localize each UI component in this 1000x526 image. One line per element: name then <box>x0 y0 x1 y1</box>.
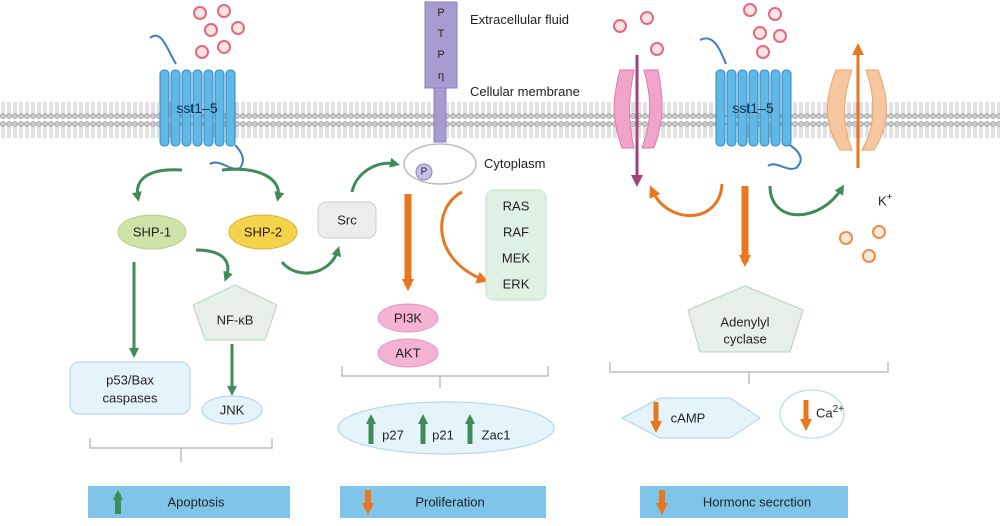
adenylyl-pentagon <box>687 285 804 353</box>
extracellular-label: Extracellular fluid <box>470 12 569 27</box>
nfkb-pentagon <box>192 284 278 341</box>
p27-label: p27 <box>382 427 404 443</box>
cyclase-label: cyclase <box>723 331 767 347</box>
src-label: Src <box>337 212 357 228</box>
mapk-mek-label: MEK <box>501 250 531 266</box>
proliferation-banner <box>340 486 546 518</box>
p53-box <box>69 361 191 415</box>
zac1-label: Zac1 <box>481 427 511 443</box>
shp1-ellipse <box>117 214 187 250</box>
ptp-letter-3: P <box>437 49 445 61</box>
nfkb-label: NF-κB <box>216 312 254 328</box>
receptor-left <box>149 34 244 170</box>
jnk-ellipse <box>201 395 263 425</box>
ptp-eta-receptor <box>424 1 458 143</box>
cytoplasm-label: Cytoplasm <box>484 156 546 171</box>
p53-label: p53/Bax <box>106 372 154 388</box>
arrow-p-ras <box>440 190 489 284</box>
cell-membrane <box>0 100 1000 140</box>
ligand-cluster-right <box>743 3 787 59</box>
arrow-receptor-channel <box>649 183 724 217</box>
mapk-ras-label: RAS <box>502 198 530 214</box>
hormone-banner <box>640 486 848 518</box>
akt-label: AKT <box>395 345 421 361</box>
caspases-label: caspases <box>102 390 158 406</box>
arrow-src-p <box>350 157 400 193</box>
ligand-cluster-channel <box>613 11 664 56</box>
ptp-letter-4: η <box>437 70 445 82</box>
potassium-ions <box>839 225 886 263</box>
cell-cycle-ellipse <box>337 401 555 455</box>
arrow-receptor-shp2 <box>221 167 285 202</box>
receptor-right-label: sst1–5 <box>732 100 774 116</box>
arrow-shp1-nfkb <box>195 248 233 282</box>
ca-label: Ca2+ <box>816 404 845 421</box>
apoptosis-label: Apoptosis <box>167 494 225 510</box>
pi3k-label: PI3K <box>393 310 423 326</box>
receptor-left-label: sst1–5 <box>176 100 218 116</box>
shp1-label: SHP-1 <box>132 224 172 240</box>
mapk-box <box>485 189 547 301</box>
jnk-label: JNK <box>219 402 245 418</box>
hormone-label: Hormonc secrction <box>702 494 812 510</box>
potassium-channel <box>827 43 887 168</box>
ca-ellipse <box>779 389 845 439</box>
src-box <box>317 201 377 239</box>
ligand-cluster-left <box>193 4 245 59</box>
cytoplasm-vesicle <box>403 143 477 185</box>
ptp-letter-1: P <box>437 7 445 19</box>
phospho-circle <box>415 163 433 181</box>
brackets <box>89 362 889 462</box>
shp2-label: SHP-2 <box>243 224 283 240</box>
shp2-ellipse <box>228 214 298 250</box>
mapk-raf-label: RAF <box>503 224 529 240</box>
arrow-receptor-k <box>768 184 845 217</box>
arrow-shp2-src <box>280 246 342 275</box>
proliferation-label: Proliferation <box>415 494 485 510</box>
camp-label: cAMP <box>670 410 706 426</box>
p21-label: p21 <box>432 427 454 443</box>
membrane-label: Cellular membrane <box>470 84 580 99</box>
pi3k-ellipse <box>377 303 439 333</box>
phospho-label: P <box>420 166 428 178</box>
ptp-letter-2: T <box>437 28 445 40</box>
akt-ellipse <box>377 338 439 368</box>
ion-channel-pink <box>613 55 663 187</box>
mapk-erk-label: ERK <box>502 276 530 292</box>
receptor-right <box>699 37 802 170</box>
potassium-label: K+ <box>878 192 893 209</box>
adenylyl-label: Adenylyl <box>720 314 770 330</box>
arrow-receptor-shp1 <box>131 168 183 202</box>
